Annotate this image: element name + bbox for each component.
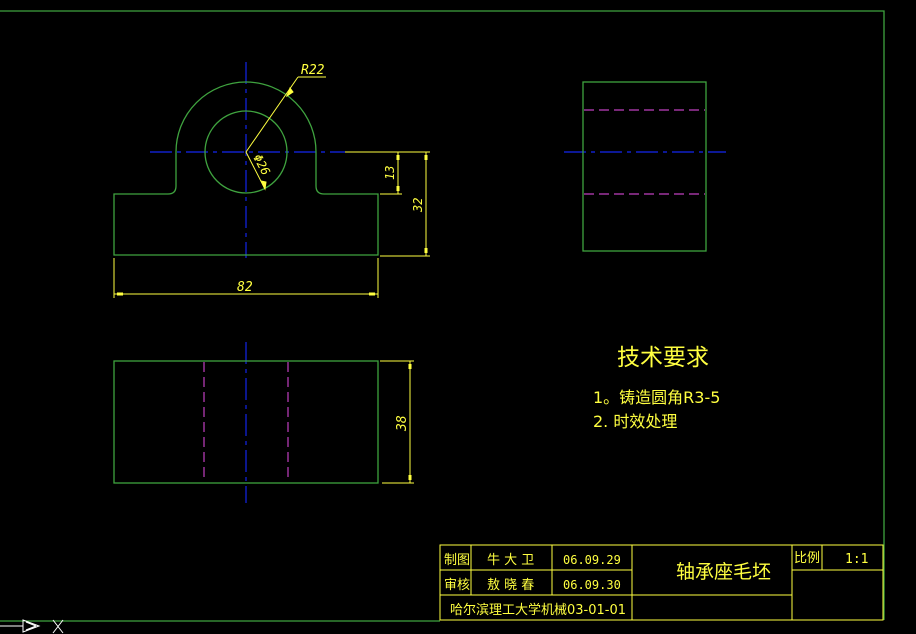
drawing-number: 哈尔滨理工大学机械03-01-01 <box>450 602 626 618</box>
ucs-icon <box>0 619 64 634</box>
dim-boss-height-label: 13 <box>383 166 397 180</box>
notes-title: 技术要求 <box>617 345 709 371</box>
technical-requirements[interactable]: 技术要求 1。铸造圆角R3-5 2. 时效处理 <box>593 345 720 431</box>
dim-diameter-phi26 <box>245 151 267 191</box>
drawn-by-label: 制图 <box>444 553 470 568</box>
front-view-outline <box>113 81 379 256</box>
front-view-centerlines <box>150 62 345 258</box>
checked-date: 06.09.30 <box>563 578 621 592</box>
dim-total-height-label: 32 <box>411 198 425 213</box>
drawn-date: 06.09.29 <box>563 553 621 567</box>
dim-diameter-label: Φ26 <box>250 152 273 178</box>
side-view[interactable] <box>564 81 726 252</box>
bore-circle <box>204 110 288 194</box>
title-block[interactable]: 制图 牛 大 卫 06.09.29 审核 敖 晓 春 06.09.30 轴承座毛… <box>439 544 884 621</box>
dim-width-82 <box>113 258 379 298</box>
drawing-frame <box>0 10 885 622</box>
notes-item-1: 1。铸造圆角R3-5 <box>593 388 720 407</box>
dim-radius-r22 <box>245 76 326 153</box>
top-view[interactable]: 38 <box>113 342 414 503</box>
top-view-hidden-lines <box>203 362 289 482</box>
notes-item-2: 2. 时效处理 <box>593 412 677 431</box>
top-view-outline <box>113 360 379 484</box>
front-view[interactable]: R22 Φ26 13 32 82 <box>113 62 430 298</box>
side-view-hidden-lines <box>584 109 705 195</box>
side-view-outline <box>582 81 707 252</box>
title-block-grid <box>439 544 884 621</box>
dim-depth-38 <box>380 360 414 484</box>
dim-vertical-lines <box>345 151 430 257</box>
scale-label: 比例 <box>794 551 820 566</box>
part-name: 轴承座毛坯 <box>676 561 771 583</box>
dim-width-label: 82 <box>237 280 253 295</box>
dim-radius-label: R22 <box>301 63 325 78</box>
checked-by-name: 敖 晓 春 <box>487 577 534 593</box>
dim-depth-label: 38 <box>395 415 410 432</box>
checked-by-label: 审核 <box>444 578 470 593</box>
drawn-by-name: 牛 大 卫 <box>487 553 534 568</box>
scale-value: 1:1 <box>845 552 868 567</box>
